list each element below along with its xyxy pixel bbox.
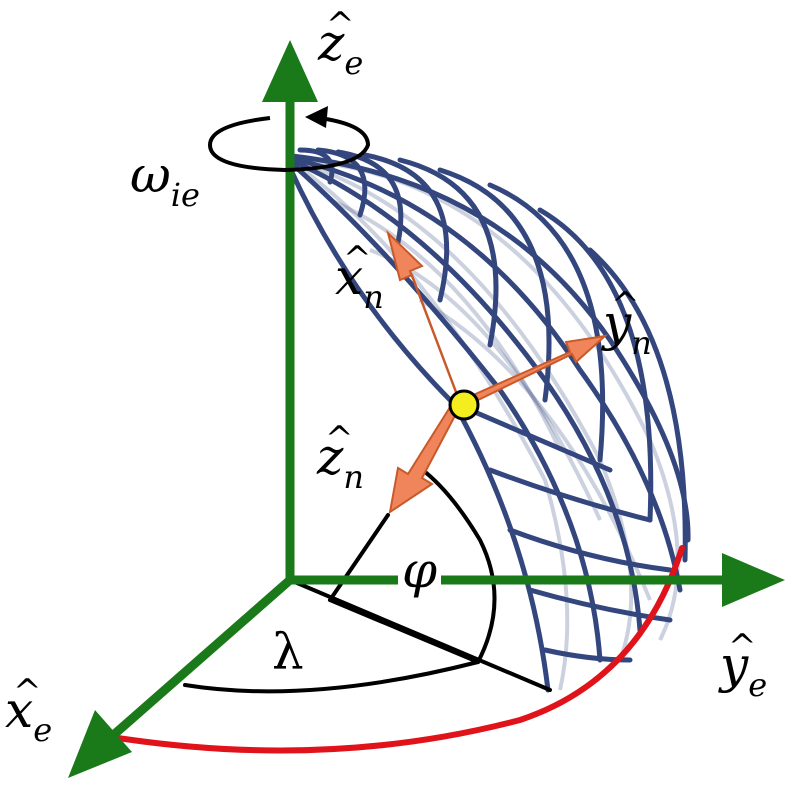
label-x-earth: ^xe (5, 672, 53, 749)
sphere-parallels (297, 147, 688, 663)
label-y-nav: ^yn (603, 285, 652, 362)
rotation-arrowhead (305, 106, 328, 128)
z-earth-arrowhead (262, 40, 318, 102)
construction-lines (183, 466, 552, 694)
label-z-nav: ^zn (317, 419, 364, 496)
label-longitude-lambda: λ (272, 623, 304, 681)
rotation-indicator (207, 106, 371, 173)
y-earth-arrowhead (722, 553, 785, 607)
latitude-arc (418, 466, 497, 664)
z-nav-arrow (388, 402, 460, 515)
equator-arc (115, 545, 685, 754)
y-nav-arrow (460, 334, 609, 408)
longitude-arc (183, 660, 480, 694)
radius-line (328, 513, 390, 602)
earth-axes (68, 40, 785, 778)
label-y-earth: ^ye (720, 627, 768, 704)
x-earth-axis (107, 576, 293, 742)
horizontal-projection (328, 598, 480, 664)
navigation-axes (386, 229, 609, 515)
x-nav-arrow (386, 229, 461, 403)
label-latitude-phi: φ (398, 545, 442, 595)
x-earth-arrowhead (68, 710, 132, 778)
navigation-origin-point (448, 389, 480, 421)
label-omega-ie: ωie (130, 146, 200, 214)
label-z-earth: ^ze (318, 5, 364, 82)
label-x-nav: ^xn (335, 239, 384, 316)
